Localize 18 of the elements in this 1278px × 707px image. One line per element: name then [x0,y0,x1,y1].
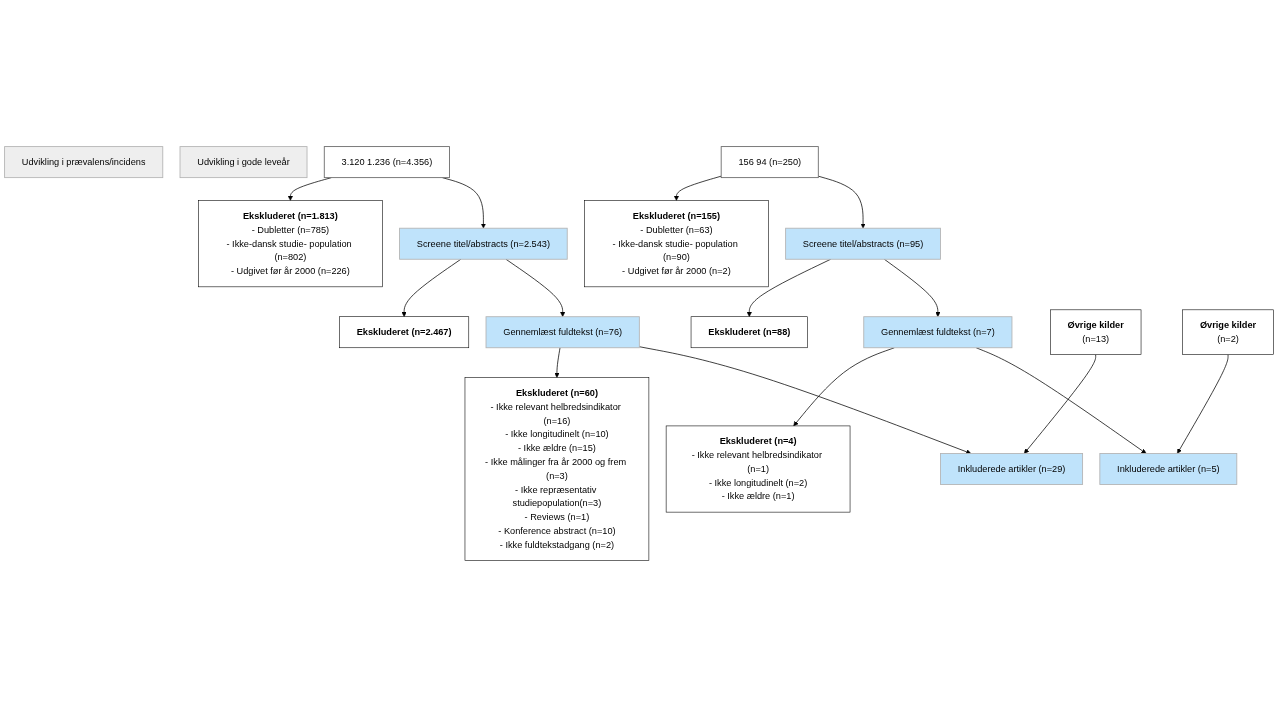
node-box: Øvrige kilder (n=13) [1050,309,1142,355]
node-box: Inkluderede artikler (n=29) [940,453,1084,485]
node-box: 156 94 (n=250) [720,146,819,179]
node-box: Udvikling i gode leveår [179,146,308,179]
node-box: Ekskluderet (n=88) [690,316,808,349]
node-box: Screene titel/abstracts (n=95) [785,227,941,260]
node-box: Ekskluderet (n=155) - Dubletter (n=63) - Ikke-dansk studie- population (n=90) - Udgivet før år 2000 (n=2) [584,200,769,288]
node-box: Ekskluderet (n=1.813) - Dubletter (n=785) - Ikke-dansk studie- population (n=802) - Udgivet før år 2000 (n=226) [198,200,383,288]
node-box: Ekskluderet (n=4) - Ikke relevant helbredsindikator (n=1) - Ikke longitudinelt (n=2) - Ikke ældre (n=1) [665,425,851,513]
node-box: Gennemlæst fuldtekst (n=76) [485,316,640,349]
node-box: Øvrige kilder (n=2) [1182,309,1274,355]
node-box: Inkluderede artikler (n=5) [1099,453,1238,485]
node-box: Gennemlæst fuldtekst (n=7) [863,316,1013,349]
node-box: Ekskluderet (n=60) - Ikke relevant helbredsindikator (n=16) - Ikke longitudinelt (n=10) - Ikke ældre (n=15) - Ikke målinger fra år 2000 og frem (n=3) - Ikke repræsentativ studiepopulation(n=3) - Reviews (n=1) - Konference abstract (n=10) - Ikke fuldtekstadgang (n=2) [464,377,650,561]
node-box: Udvikling i prævalens/incidens [4,146,164,179]
node-box: Ekskluderet (n=2.467) [339,316,470,349]
node-box: 3.120 1.236 (n=4.356) [323,146,450,179]
node-box: Screene titel/abstracts (n=2.543) [399,227,568,260]
